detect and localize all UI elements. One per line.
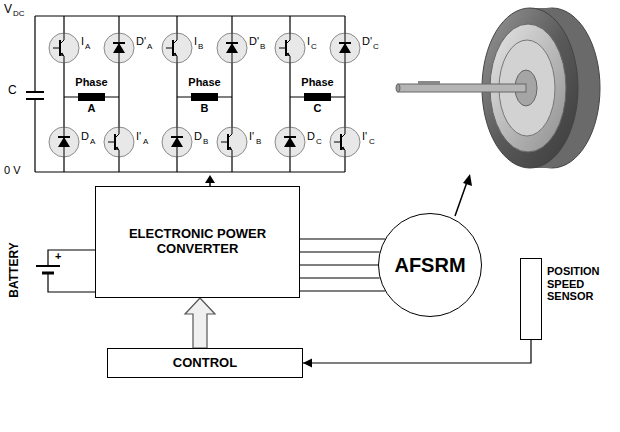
- component-label: D': [362, 36, 372, 47]
- component-label: I': [362, 131, 367, 142]
- subscript-label: A: [143, 138, 148, 146]
- arrow-head: [303, 359, 312, 368]
- subscript-label: C: [316, 138, 322, 146]
- connector: [300, 238, 385, 239]
- component-label: Phase: [75, 77, 107, 88]
- subscript-label: A: [147, 43, 152, 51]
- subscript-label: B: [260, 43, 265, 51]
- component-label: BATTERY: [8, 242, 20, 297]
- component-label: C: [8, 84, 17, 96]
- battery-symbol: [42, 272, 54, 275]
- converter-leg: [275, 16, 360, 172]
- hollow-arrow: [185, 298, 215, 348]
- component-label: I: [307, 36, 310, 47]
- component-label: D: [194, 131, 202, 142]
- subscript-label: B: [256, 138, 261, 146]
- component-label: Phase: [188, 77, 220, 88]
- battery-wire: [48, 250, 95, 292]
- subscript-label: C: [373, 43, 379, 51]
- component-label: A: [88, 103, 96, 114]
- subscript-label: DC: [13, 10, 25, 18]
- capacitor-symbol: [26, 92, 44, 99]
- connector: [303, 340, 531, 363]
- component-label: I': [136, 131, 141, 142]
- connector: [300, 277, 380, 278]
- pointer-arrow: [455, 182, 467, 216]
- arrow-head: [463, 174, 472, 186]
- converter-box: ELECTRONIC POWER CONVERTER: [95, 186, 300, 298]
- subscript-label: A: [85, 43, 90, 51]
- motor-circle: AFSRM: [378, 213, 482, 317]
- component-label: I: [194, 36, 197, 47]
- block-label: CONTROL: [173, 356, 237, 371]
- component-label: D: [81, 131, 89, 142]
- converter-leg: [49, 16, 134, 172]
- component-label: Phase: [301, 77, 333, 88]
- component-label: 0 V: [4, 165, 21, 176]
- connector: [300, 251, 380, 252]
- subscript-label: C: [311, 43, 317, 51]
- block-label: AFSRM: [394, 254, 465, 277]
- subscript-label: A: [90, 138, 95, 146]
- battery-symbol: [36, 265, 60, 267]
- component-label: I': [249, 131, 254, 142]
- arrow-head: [205, 175, 215, 183]
- component-label: D': [249, 36, 259, 47]
- component-label: V: [4, 3, 12, 15]
- connector: [300, 290, 385, 291]
- component-label: D: [307, 131, 315, 142]
- component-label: C: [314, 103, 322, 114]
- control-box: CONTROL: [107, 348, 303, 378]
- subscript-label: C: [369, 138, 375, 146]
- component-label: B: [201, 103, 209, 114]
- component-label: I: [81, 36, 84, 47]
- sensor-box: POSITION SPEED SENSOR: [520, 258, 542, 340]
- subscript-label: B: [203, 138, 208, 146]
- component-label: D': [136, 36, 146, 47]
- converter-leg: [162, 16, 247, 172]
- sensor-label: POSITION SPEED SENSOR: [547, 265, 619, 303]
- wheel-motor-illustration: [396, 8, 600, 168]
- connector: [300, 264, 378, 265]
- block-label: ELECTRONIC POWER CONVERTER: [127, 227, 269, 257]
- component-label: +: [55, 251, 61, 262]
- subscript-label: B: [198, 43, 203, 51]
